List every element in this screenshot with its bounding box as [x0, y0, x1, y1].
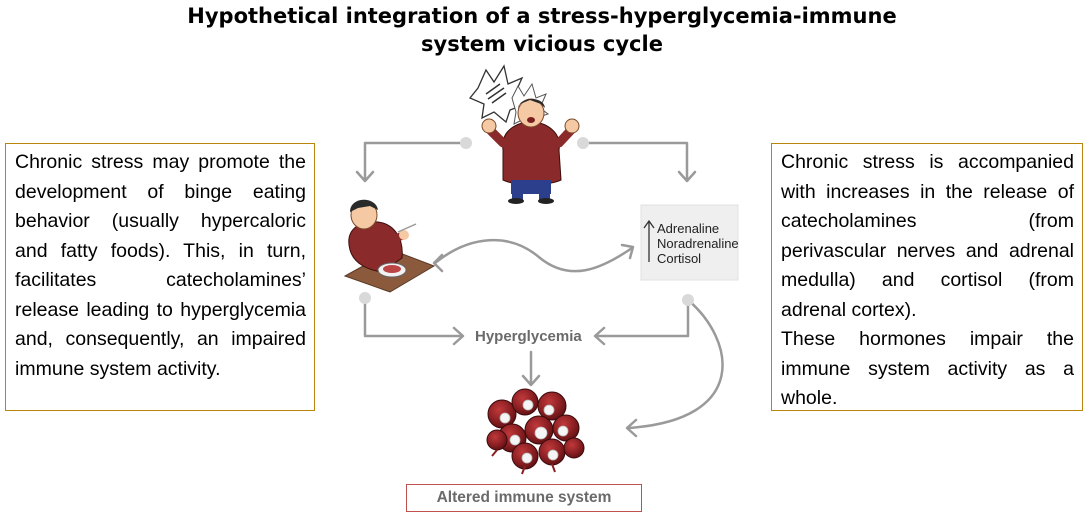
title-line-1: Hypothetical integration of a stress-hyp… — [187, 4, 897, 28]
title-line-2: system vicious cycle — [421, 32, 663, 56]
connector-dot — [359, 292, 371, 304]
arrow-hormones-to-immune — [625, 298, 724, 438]
altered-immune-system-label: Altered immune system — [406, 484, 642, 512]
left-box-paragraph: Chronic stress may promote the developme… — [15, 151, 306, 380]
immune-cells-icon — [486, 388, 585, 475]
connector-dot — [682, 294, 694, 306]
diagram-title: Hypothetical integration of a stress-hyp… — [0, 2, 1084, 58]
right-box-paragraph: These hormones impair the immune system … — [781, 328, 1074, 409]
stressed-person-icon — [468, 64, 580, 204]
hormone-label: Cortisol — [657, 251, 701, 266]
binge-eating-person-icon — [343, 199, 436, 293]
hormone-label: Noradrenaline — [657, 236, 739, 251]
arrow-eating-to-hyperglycemia — [363, 296, 465, 346]
hyperglycemia-label: Hyperglycemia — [475, 328, 582, 345]
arrow-stress-to-eating — [355, 141, 468, 183]
connector-dot — [460, 137, 472, 149]
binge-eating-description-box: Chronic stress may promote the developme… — [5, 143, 315, 411]
connector-dot — [577, 137, 589, 149]
arrow-eating-hormones-wave — [432, 239, 635, 273]
hormone-label: Adrenaline — [657, 221, 719, 236]
hormones-panel: Adrenaline Noradrenaline Cortisol — [640, 204, 739, 281]
hormone-release-description-box: Chronic stress is accompanied with incre… — [771, 143, 1083, 411]
up-arrow-icon — [643, 219, 655, 262]
arrow-hormones-to-hyperglycemia — [593, 298, 690, 346]
arrow-stress-to-hormones — [581, 141, 697, 183]
arrow-hyperglycemia-to-immune — [521, 350, 541, 387]
right-box-paragraph: Chronic stress is accompanied with incre… — [781, 151, 1074, 321]
